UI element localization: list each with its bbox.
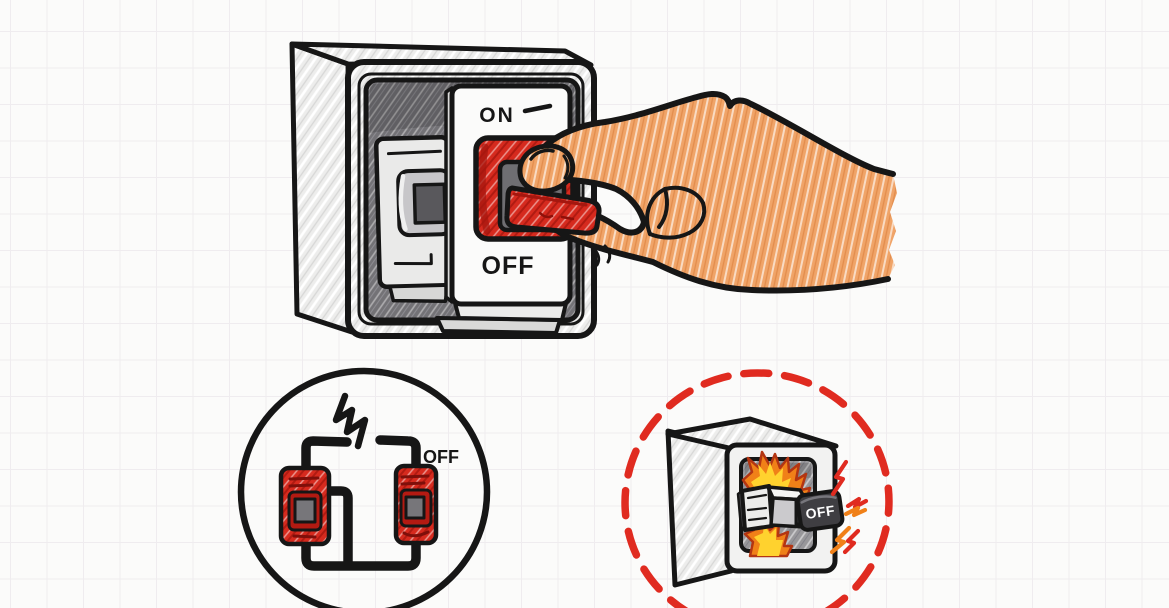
circuit-breaker-left xyxy=(278,465,332,547)
mini-toggle-switch: OFF xyxy=(736,484,845,532)
red-toggle-lever[interactable] xyxy=(504,185,602,236)
lightning-bolt-icon xyxy=(332,392,369,450)
spark-bolts xyxy=(829,459,869,555)
secondary-switch xyxy=(374,135,454,303)
secondary-switch-bottom-mark xyxy=(393,253,433,266)
mini-box-top-face xyxy=(665,416,839,451)
toggle-bracket-slots xyxy=(746,493,768,522)
main-on-label: ON xyxy=(479,104,515,127)
box-side-face xyxy=(289,41,355,335)
circuit-inset: OFF xyxy=(237,367,491,608)
danger-dashed-circle xyxy=(621,369,893,608)
hand-knuckle-creases xyxy=(592,185,707,267)
circuit-circle xyxy=(237,367,491,608)
secondary-switch-lip xyxy=(388,283,450,303)
on-dash-mark xyxy=(522,103,553,114)
index-fingertip xyxy=(517,143,576,194)
circuit-off-label: OFF xyxy=(423,447,459,467)
fingernail-line xyxy=(529,148,555,161)
flames-lower-core xyxy=(754,524,783,556)
knob-bevel xyxy=(800,495,837,504)
secondary-rocker-highlight xyxy=(398,174,408,232)
main-off-label: OFF xyxy=(482,252,535,280)
circuit-wires xyxy=(301,435,421,571)
spark-bolt-icon xyxy=(842,528,861,555)
lever-shadow-line xyxy=(512,192,588,207)
spark-bolt-icon xyxy=(830,459,849,497)
hand xyxy=(522,93,897,291)
toggle-knob: OFF xyxy=(795,489,845,532)
hand-outline-top xyxy=(519,91,896,181)
danger-inset: OFF xyxy=(621,369,893,608)
mini-box-side-face xyxy=(665,428,734,588)
secondary-switch-top-line xyxy=(386,149,442,156)
spark-bolt-icon xyxy=(829,525,852,555)
main-switch-illustration: ON OFF xyxy=(289,41,897,339)
spark-bolt-icon xyxy=(843,505,868,518)
secondary-rocker-window xyxy=(412,182,448,225)
fingertip-crease xyxy=(562,154,570,180)
red-frame-shading xyxy=(478,143,491,235)
spark-bolt-icon xyxy=(845,496,869,510)
circuit-breaker-right xyxy=(393,463,439,546)
knob-off-label: OFF xyxy=(805,502,836,522)
lever-detail xyxy=(538,211,575,221)
